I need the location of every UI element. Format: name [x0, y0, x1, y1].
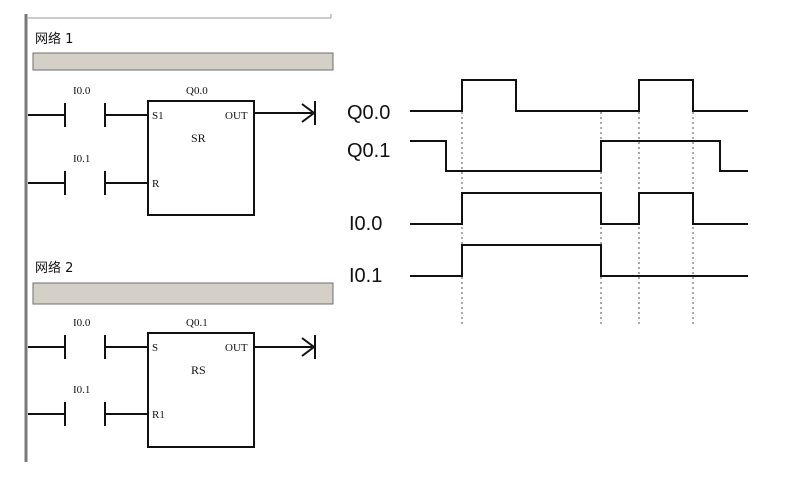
network-comment-bar[interactable]: [32, 52, 334, 71]
contact-i0-1[interactable]: I0.1: [64, 384, 106, 426]
timing-diagram: Q0.0 Q0.1 I0.0 I0.1: [347, 79, 748, 325]
signal-label: I0.0: [349, 213, 382, 235]
signal-label: Q0.0: [347, 102, 390, 124]
function-block-box: [147, 332, 255, 448]
block-output-address: Q0.1: [186, 317, 208, 329]
pin-set-label: S: [152, 342, 158, 354]
network-title: 网络 1: [35, 31, 73, 47]
block-type-label: RS: [191, 363, 206, 377]
waveform-q0-1: [410, 140, 748, 172]
contact-i0-1[interactable]: I0.1: [64, 153, 106, 195]
pin-reset-label: R: [152, 178, 160, 190]
function-block-box: [147, 100, 255, 216]
waveform-i0-0: [410, 192, 748, 225]
pin-out-label: OUT: [225, 342, 248, 354]
network-title: 网络 2: [35, 260, 73, 276]
contact-i0-0[interactable]: I0.0: [64, 85, 106, 127]
contact-address: I0.0: [73, 85, 91, 97]
network-1[interactable]: 网络 1 I0.0 I0.1 Q0.0 S1: [28, 31, 334, 216]
contact-address: I0.1: [73, 384, 90, 396]
network-2[interactable]: 网络 2 I0.0 I0.1 Q0.1 S: [28, 260, 334, 448]
block-output-address: Q0.0: [186, 85, 208, 97]
rs-flip-flop-block[interactable]: Q0.1 S OUT RS R1: [147, 317, 255, 448]
contact-address: I0.1: [73, 153, 90, 165]
pin-set-label: S1: [152, 110, 164, 122]
contact-address: I0.0: [73, 317, 91, 329]
ladder-panel: 网络 1 I0.0 I0.1 Q0.0 S1: [24, 14, 334, 462]
contact-i0-0[interactable]: I0.0: [64, 317, 106, 359]
block-type-label: SR: [191, 131, 206, 145]
pin-reset-label: R1: [152, 409, 165, 421]
network-comment-bar[interactable]: [32, 282, 334, 305]
pin-out-label: OUT: [225, 110, 248, 122]
time-markers: [461, 112, 694, 325]
signal-label: I0.1: [349, 265, 382, 287]
signal-label: Q0.1: [347, 140, 390, 162]
waveform-q0-0: [410, 79, 748, 112]
sr-flip-flop-block[interactable]: Q0.0 S1 OUT SR R: [147, 85, 255, 216]
waveform-i0-1: [410, 244, 748, 277]
